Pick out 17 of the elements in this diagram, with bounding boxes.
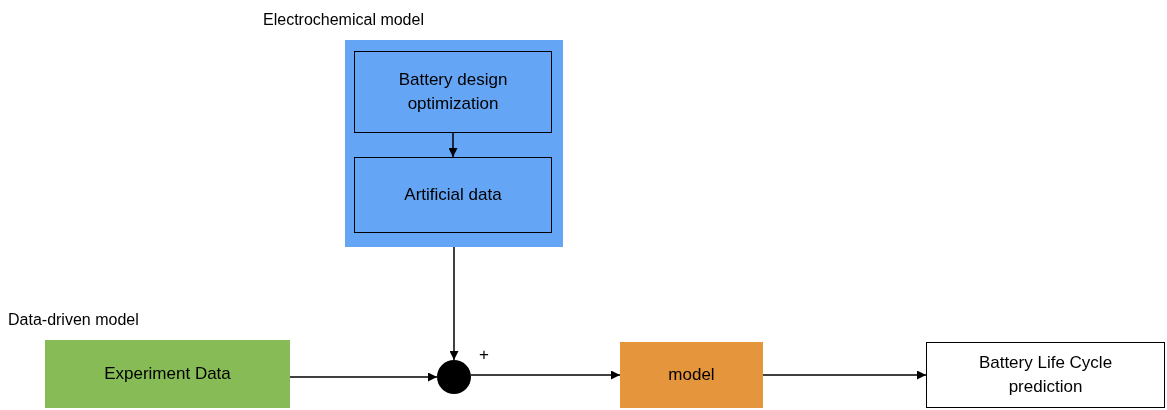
box-label: Experiment Data: [103, 363, 232, 385]
model-box: [620, 342, 763, 408]
box-label: Battery design optimization: [397, 69, 509, 115]
arrow: [470, 370, 621, 380]
process-box: [354, 157, 552, 233]
box-label: model: [667, 364, 716, 386]
group-heading: Data-driven model: [8, 310, 139, 330]
output-box: [926, 342, 1165, 408]
arrow: [449, 246, 459, 361]
arrow: [762, 370, 927, 380]
process-box: [354, 51, 552, 133]
arrow: [289, 372, 438, 382]
box-label: Battery Life Cycle prediction: [977, 352, 1114, 398]
plus-sign: +: [479, 346, 489, 363]
arrow: [448, 132, 458, 158]
group-heading: Electrochemical model: [263, 10, 424, 30]
box-label: Artificial data: [403, 184, 503, 206]
